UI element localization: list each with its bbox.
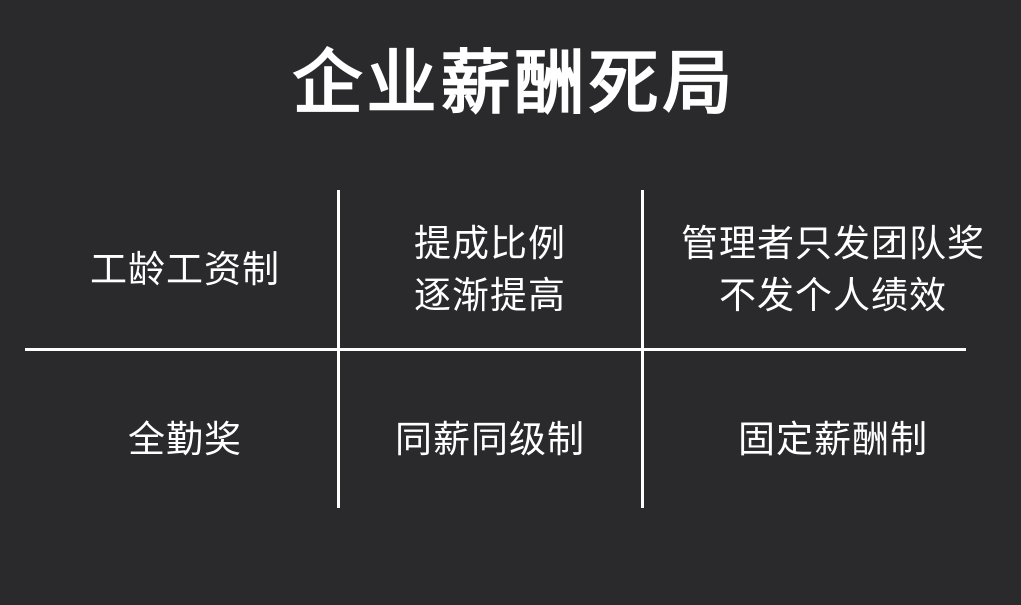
cell-text-line: 同薪同级制 [395,418,585,461]
cell-text-line: 固定薪酬制 [738,418,928,461]
cell-text-line: 管理者只发团队奖 [681,222,985,265]
grid-cell-r2-c2: 同薪同级制 [340,380,640,500]
grid-cell-r2-c1: 全勤奖 [35,380,335,500]
grid-cell-r1-c1: 工龄工资制 [35,205,335,335]
cell-text-line: 全勤奖 [128,418,242,461]
page-title: 企业薪酬死局 [292,42,737,124]
grid-horizontal-divider [25,348,966,351]
grid-cell-r2-c3: 固定薪酬制 [645,380,1021,500]
cell-text-line: 工龄工资制 [90,248,280,291]
grid-cell-r1-c2: 提成比例 逐渐提高 [340,205,640,335]
cell-text-line: 逐渐提高 [414,274,566,317]
cell-text-line: 不发个人绩效 [719,274,947,317]
cell-text-line: 提成比例 [414,222,566,265]
grid-cell-r1-c3: 管理者只发团队奖 不发个人绩效 [645,205,1021,335]
